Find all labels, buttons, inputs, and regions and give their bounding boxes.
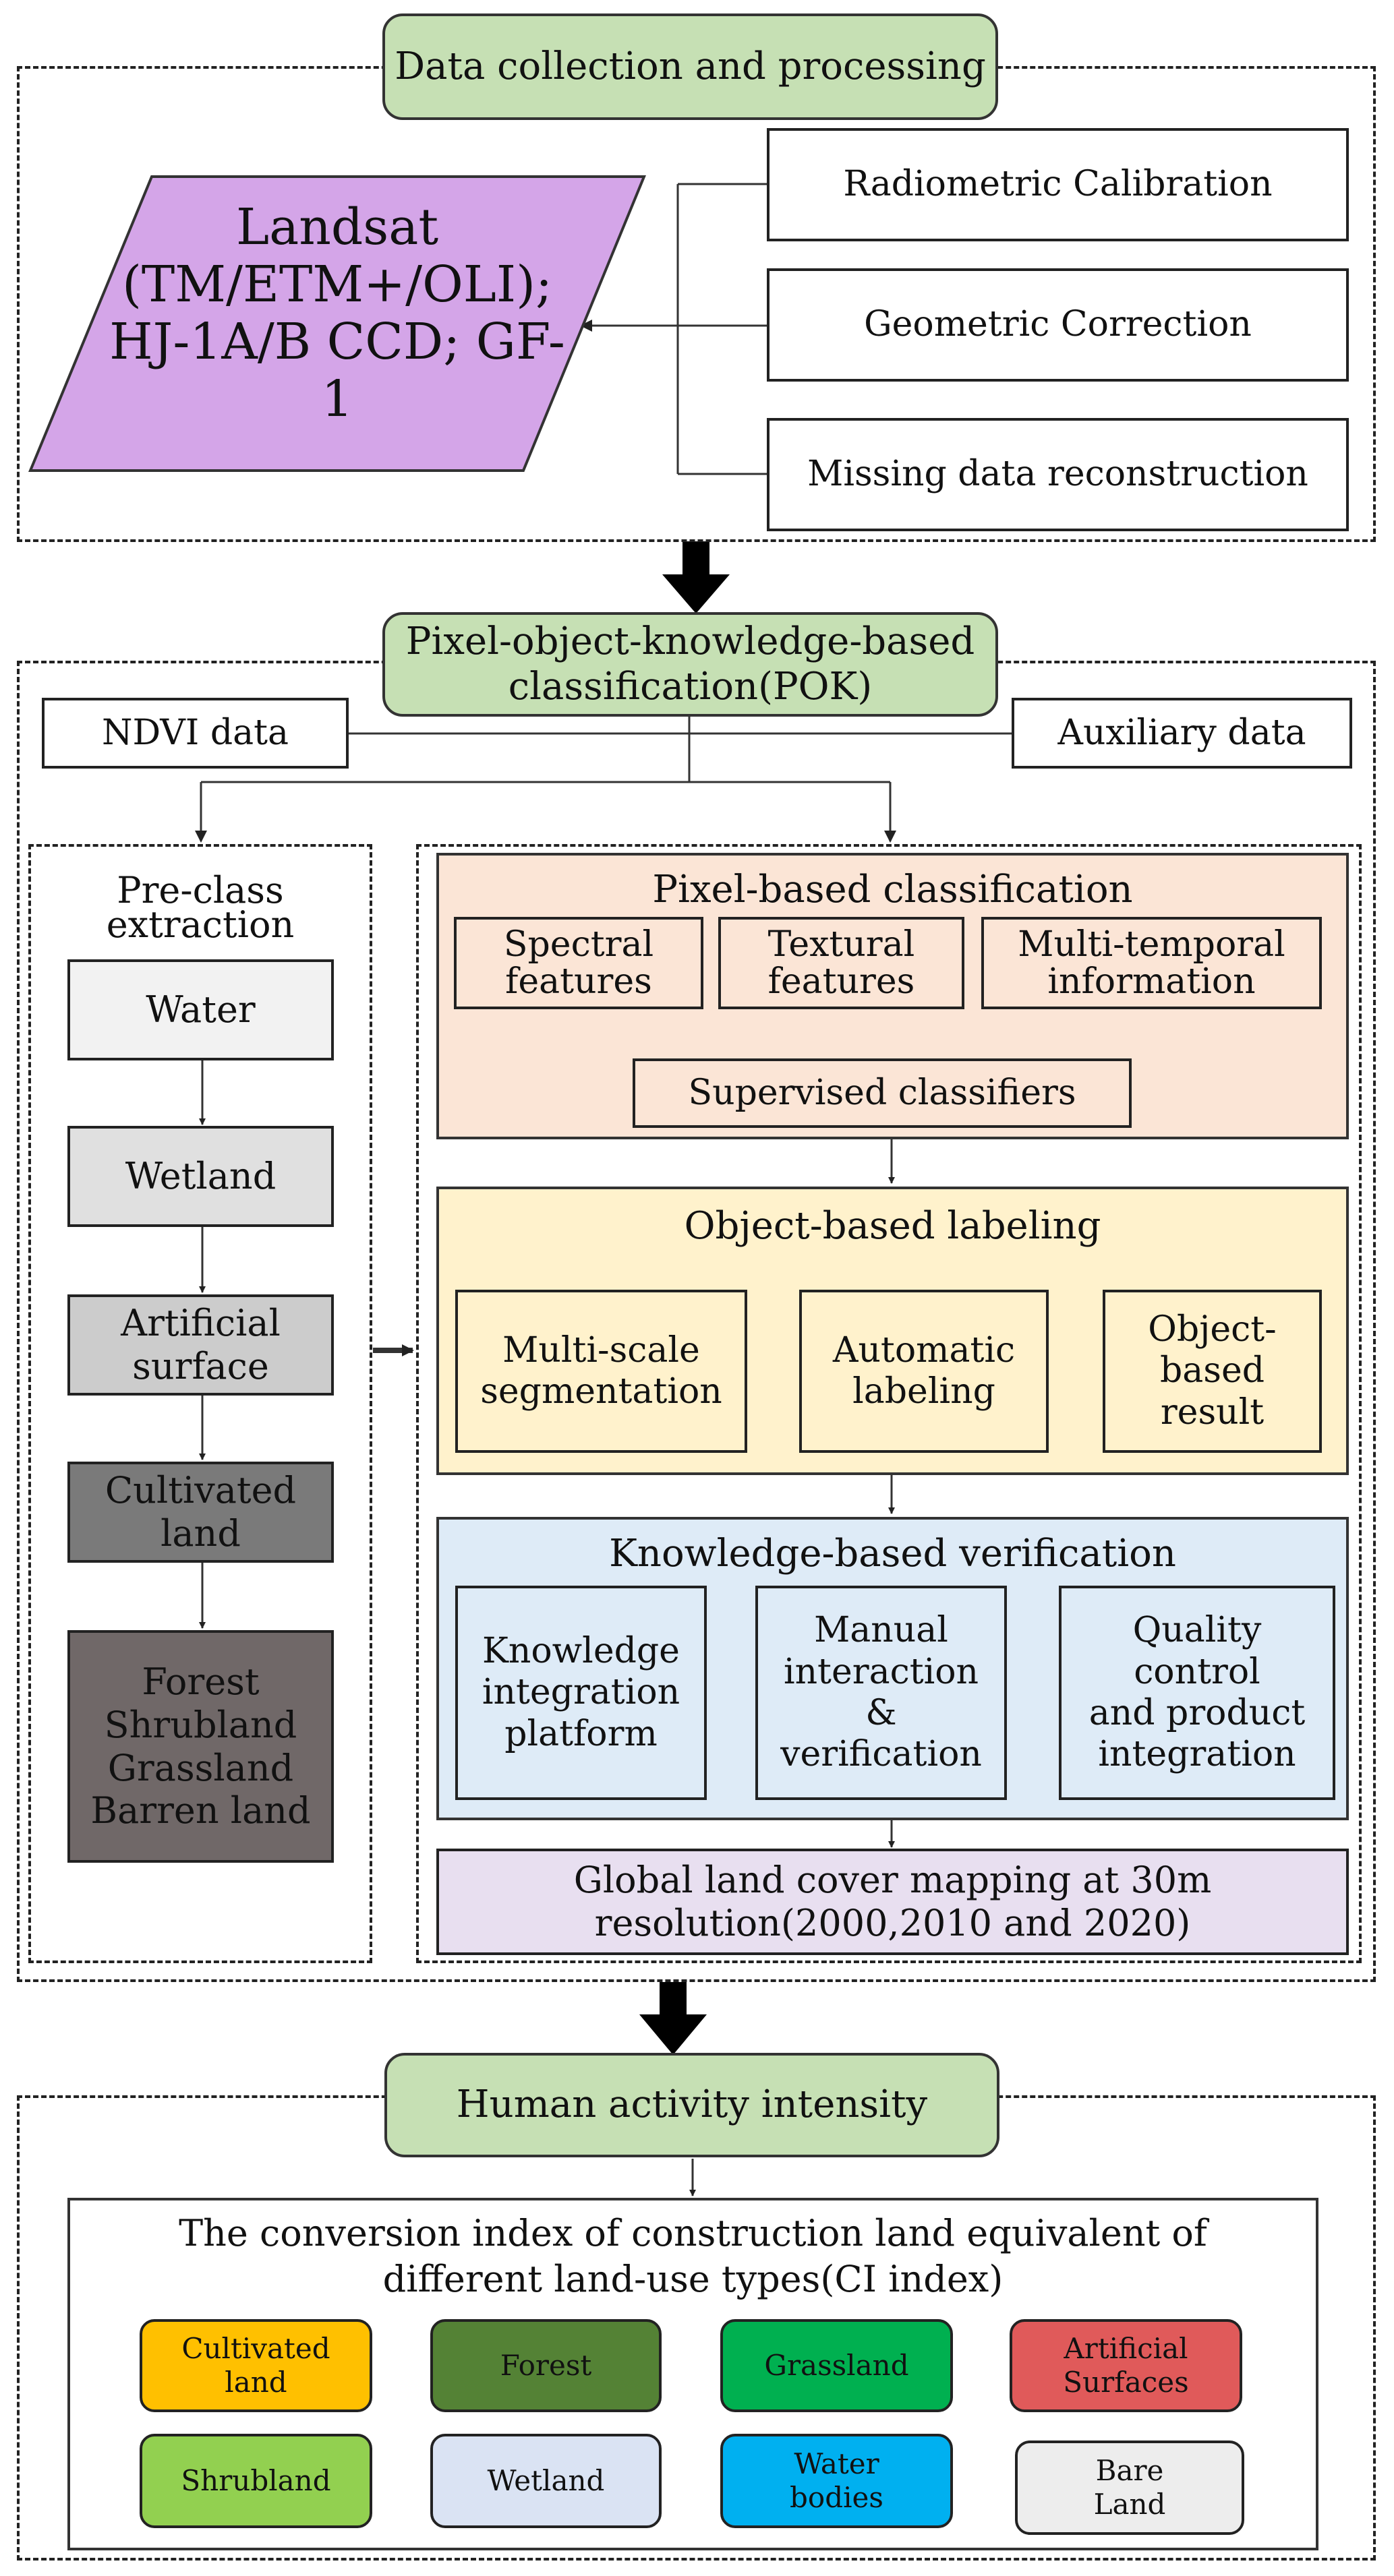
step-radiometric-calibration: Radiometric Calibration xyxy=(767,128,1349,241)
section1-connectors xyxy=(580,183,767,475)
supervised-classifiers-box: Supervised classifiers xyxy=(633,1058,1132,1128)
ci-type-cultivated-land: Cultivated land xyxy=(140,2319,372,2412)
multi-temporal-information-box: Multi-temporal information xyxy=(981,917,1322,1009)
manual-interaction-verification-box: Manual interaction & verification xyxy=(755,1586,1007,1800)
ci-type-wetland: Wetland xyxy=(430,2434,662,2528)
spectral-features-box: Spectral features xyxy=(454,917,703,1009)
pixel-based-title: Pixel-based classification xyxy=(652,868,1133,911)
knowledge-integration-platform-box: Knowledge integration platform xyxy=(455,1586,707,1800)
global-land-cover-output-box: Global land cover mapping at 30m resolut… xyxy=(436,1849,1349,1955)
preclass-frame xyxy=(28,844,372,1963)
automatic-labeling-box: Automatic labeling xyxy=(799,1290,1049,1453)
ci-type-artificial-surfaces: Artificial Surfaces xyxy=(1010,2319,1242,2412)
quality-control-product-integration-box: Quality control and product integration xyxy=(1059,1586,1335,1800)
preclass-title: Pre-class extraction xyxy=(106,869,295,947)
landsat-source-label: Landsat (TM/ETM+/OLI); HJ-1A/B CCD; GF-1 xyxy=(109,198,565,429)
multi-scale-segmentation-box: Multi-scale segmentation xyxy=(455,1290,747,1453)
stage-arrow-2 xyxy=(639,1982,707,2055)
object-based-title: Object-based labeling xyxy=(684,1204,1101,1248)
preclass-forest-shrub-grass-barren: Forest Shrubland Grassland Barren land xyxy=(67,1630,334,1863)
preclass-wetland: Wetland xyxy=(67,1126,334,1227)
ci-type-grassland: Grassland xyxy=(720,2319,953,2412)
knowledge-based-title: Knowledge-based verification xyxy=(609,1532,1176,1576)
object-based-result-box: Object- based result xyxy=(1103,1290,1322,1453)
ci-type-forest: Forest xyxy=(430,2319,662,2412)
section1-title: Data collection and processing xyxy=(382,13,998,120)
preclass-artificial-surface: Artificial surface xyxy=(67,1294,334,1396)
ci-index-title: The conversion index of construction lan… xyxy=(179,2212,1207,2300)
ci-type-bare-land: Bare Land xyxy=(1015,2440,1244,2535)
ci-type-water-bodies: Water bodies xyxy=(720,2434,953,2528)
preclass-cultivated-land: Cultivated land xyxy=(67,1462,334,1563)
step-geometric-correction: Geometric Correction xyxy=(767,268,1349,382)
landsat-source-shape xyxy=(28,175,646,472)
stage-arrow-1 xyxy=(662,541,730,613)
section3-title: Human activity intensity xyxy=(384,2053,999,2157)
textural-features-box: Textural features xyxy=(718,917,964,1009)
section2-title: Pixel-object-knowledge-based classificat… xyxy=(382,612,998,717)
auxiliary-data-box: Auxiliary data xyxy=(1012,698,1352,769)
preclass-water: Water xyxy=(67,959,334,1060)
ndvi-data-box: NDVI data xyxy=(42,698,349,769)
classification-frame xyxy=(416,844,1362,1963)
ci-type-shrubland: Shrubland xyxy=(140,2434,372,2528)
step-missing-data-reconstruction: Missing data reconstruction xyxy=(767,418,1349,531)
